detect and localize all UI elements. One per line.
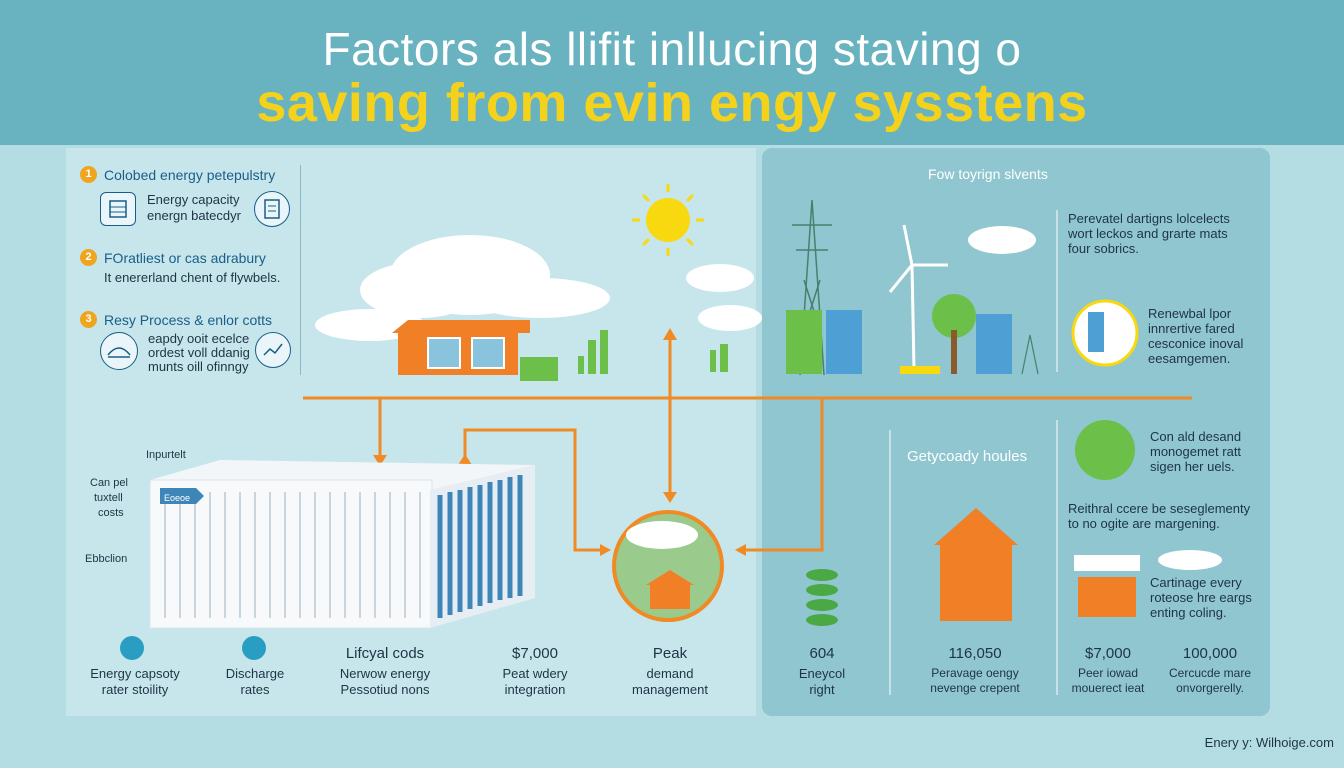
- small-cloud-icon: [686, 264, 754, 292]
- container-label-bottom: Ebbclion: [85, 553, 128, 565]
- right-note-2-line-4: eesamgemen.: [1148, 351, 1231, 366]
- step-3-heading: Resy Process & enlor cotts: [104, 312, 273, 328]
- step-2-heading: FOratliest or cas adrabury: [104, 250, 266, 266]
- stat-3-value: Lifcyal cods: [345, 645, 425, 662]
- stat-2-label-2: rates: [240, 682, 270, 697]
- right-note-1-line-1: Perevatel dartigns lolcelects: [1068, 211, 1230, 226]
- right-note-2-line-2: innrertive fared: [1148, 321, 1235, 336]
- container-label-side-2: tuxtell: [94, 492, 123, 504]
- stat-1-label-1: Energy capsoty: [90, 666, 180, 681]
- basket-icon: [1078, 577, 1136, 617]
- step-1-heading: Colobed energy petepulstry: [104, 167, 276, 183]
- page-title: Factors als llifit inllucing staving o: [322, 23, 1022, 75]
- blue-building: [976, 314, 1012, 374]
- right-note-4-line-2: to no ogite are margening.: [1068, 516, 1220, 531]
- stat-3-label-2: Pessotiud nons: [340, 682, 430, 697]
- step-1-text-2: energn batecdyr: [147, 208, 241, 223]
- battery-container-icon: [149, 460, 535, 629]
- right-panel-header: Fow toyrign slvents: [928, 166, 1048, 182]
- container-label-side-1: Can pel: [90, 477, 128, 489]
- header-banner: [0, 0, 1344, 145]
- apartment-icon: [934, 508, 1018, 621]
- coil-icon: [806, 569, 838, 626]
- divider: [300, 165, 301, 375]
- right-note-2-line-1: Renewbal lpor: [1148, 306, 1232, 321]
- stat-5-label-1: demand: [646, 666, 694, 681]
- bridge-icon: [100, 332, 138, 370]
- checklist-icon: [254, 191, 290, 227]
- small-cloud-icon: [968, 226, 1036, 254]
- small-cloud-icon: [698, 305, 762, 331]
- right-note-3-line-3: sigen her uels.: [1150, 459, 1235, 474]
- stat-5-label-2: management: [632, 682, 708, 697]
- step-3-text-1: eapdy ooit ecelce: [148, 331, 250, 346]
- globe-small-icon: [1075, 420, 1135, 480]
- wind-turbine-icon: [888, 224, 948, 371]
- right-note-5-line-1: Cartinage every: [1150, 575, 1242, 590]
- container-tag: Eoeoe: [164, 493, 191, 503]
- right-note-5-line-3: enting coling.: [1150, 605, 1227, 620]
- stat-7-label-2: nevenge crepent: [930, 681, 1020, 695]
- right-note-1-line-2: wort leckos and grarte mats: [1068, 226, 1228, 241]
- step-3-text-2: ordest voll ddanig: [148, 345, 250, 360]
- step-2-text: It enererland chent of flywbels.: [104, 270, 281, 285]
- stat-8-value: $7,000: [1085, 645, 1131, 662]
- green-building: [786, 310, 822, 374]
- stat-7-label-1: Peravage oengy: [931, 666, 1019, 680]
- stat-1-label-2: rater stoility: [101, 682, 169, 697]
- tree-icon: [932, 294, 976, 374]
- right-section-title: Getycoady houles: [907, 448, 1028, 465]
- blue-building: [826, 310, 862, 374]
- stat-4-label-2: integration: [504, 682, 566, 697]
- stat-6-label-1: Eneycol: [798, 666, 846, 681]
- right-note-3-line-2: monogemet ratt: [1150, 444, 1242, 459]
- globe-icon: [612, 510, 724, 622]
- container-label-side-3: costs: [98, 507, 124, 519]
- device-icon: [1071, 299, 1139, 367]
- right-note-5-line-2: roteose hre eargs: [1150, 590, 1252, 605]
- right-note-3-line-1: Con ald desand: [1150, 429, 1242, 444]
- right-note-4-line-1: Reithral ccere be seseglementy: [1068, 501, 1251, 516]
- stat-8-label-2: mouerect ieat: [1071, 681, 1145, 695]
- stat-7-value: 116,050: [948, 645, 1002, 662]
- small-cloud-icon: [1158, 550, 1222, 570]
- right-note-2-line-3: cesconice inoval: [1148, 336, 1244, 351]
- footer-source: Enery y: Wilhoige.com: [1204, 735, 1334, 750]
- step-2-badge: 2: [80, 249, 97, 266]
- stat-3-label-1: Nerwow energy: [339, 666, 431, 681]
- document-icon: [100, 192, 136, 226]
- stat-4-label-1: Peat wdery: [502, 666, 568, 681]
- stat-9-value: 100,000: [1182, 645, 1238, 662]
- stat-2-label-1: Discharge: [225, 666, 285, 681]
- sun-icon: [632, 184, 704, 256]
- step-1-badge: 1: [80, 166, 97, 183]
- stat-6-value: 604: [809, 645, 835, 662]
- wave-icon: [242, 636, 266, 660]
- step-1-text-1: Energy capacity: [147, 192, 240, 207]
- right-note-1-line-3: four sobrics.: [1068, 241, 1139, 256]
- chart-icon: [255, 332, 291, 368]
- cloud-icon: [315, 235, 610, 341]
- stat-5-value: Peak: [652, 645, 688, 662]
- device-icon: [1088, 312, 1104, 352]
- step-3-badge: 3: [80, 311, 97, 328]
- stat-9-label-1: Cercucde mare: [1168, 666, 1252, 680]
- small-tower-icon: [1021, 334, 1039, 375]
- stat-8-label-1: Peer iowad: [1077, 666, 1139, 680]
- stat-9-label-2: onvorgerelly.: [1176, 681, 1244, 695]
- battery-icon: [120, 636, 144, 660]
- stat-6-label-2: right: [809, 682, 835, 697]
- plant-icon: [578, 330, 728, 374]
- stat-4-value: $7,000: [512, 645, 558, 662]
- bar-icon: [1074, 555, 1140, 571]
- container-label-top: Inpurtelt: [146, 449, 186, 461]
- house-icon: [392, 320, 558, 381]
- page-subtitle: saving from evin engy sysstens: [256, 73, 1088, 133]
- step-3-text-3: munts oill ofinngy: [148, 359, 249, 374]
